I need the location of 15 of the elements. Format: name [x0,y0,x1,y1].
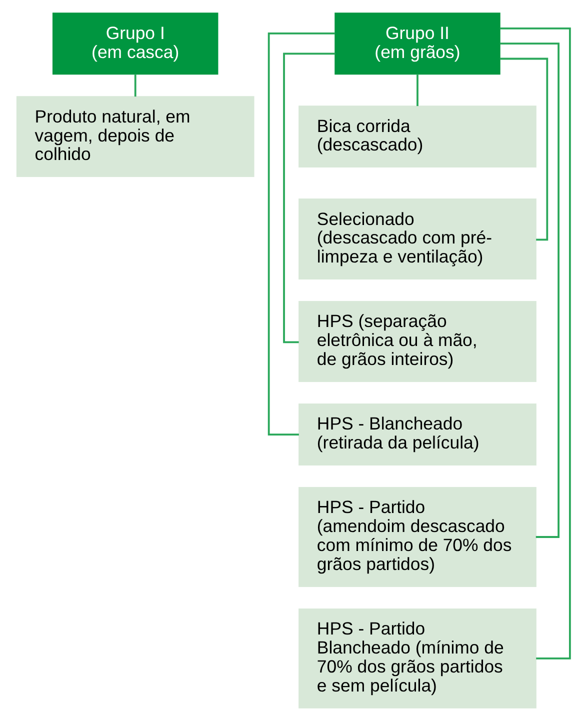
node-box: HPS - Blancheado (retirada da película) [298,404,536,466]
connector [500,42,560,538]
node-box: Grupo I (em casca) [52,12,218,75]
node-box: Grupo II (em grãos) [334,12,500,75]
connector [416,74,418,106]
node-box: Produto natural, em vagem, depois de colhido [16,96,254,178]
node-box: Bica corrida (descascado) [298,106,536,168]
node-box: HPS - Partido (amendoim descascado com mínimo de 70% dos grãos partidos) [298,487,536,587]
connector [500,27,571,660]
connector [268,32,335,436]
connector [134,74,136,97]
node-box: HPS (separação eletrônica ou à mão, de grãos inteiros) [298,301,536,382]
connector [500,58,548,241]
node-box: HPS - Partido Blancheado (mínimo de 70% dos grãos partidos e sem película) [298,608,536,708]
node-box: Selecionado (descascado com pré-limpeza e ventilação) [298,198,536,280]
